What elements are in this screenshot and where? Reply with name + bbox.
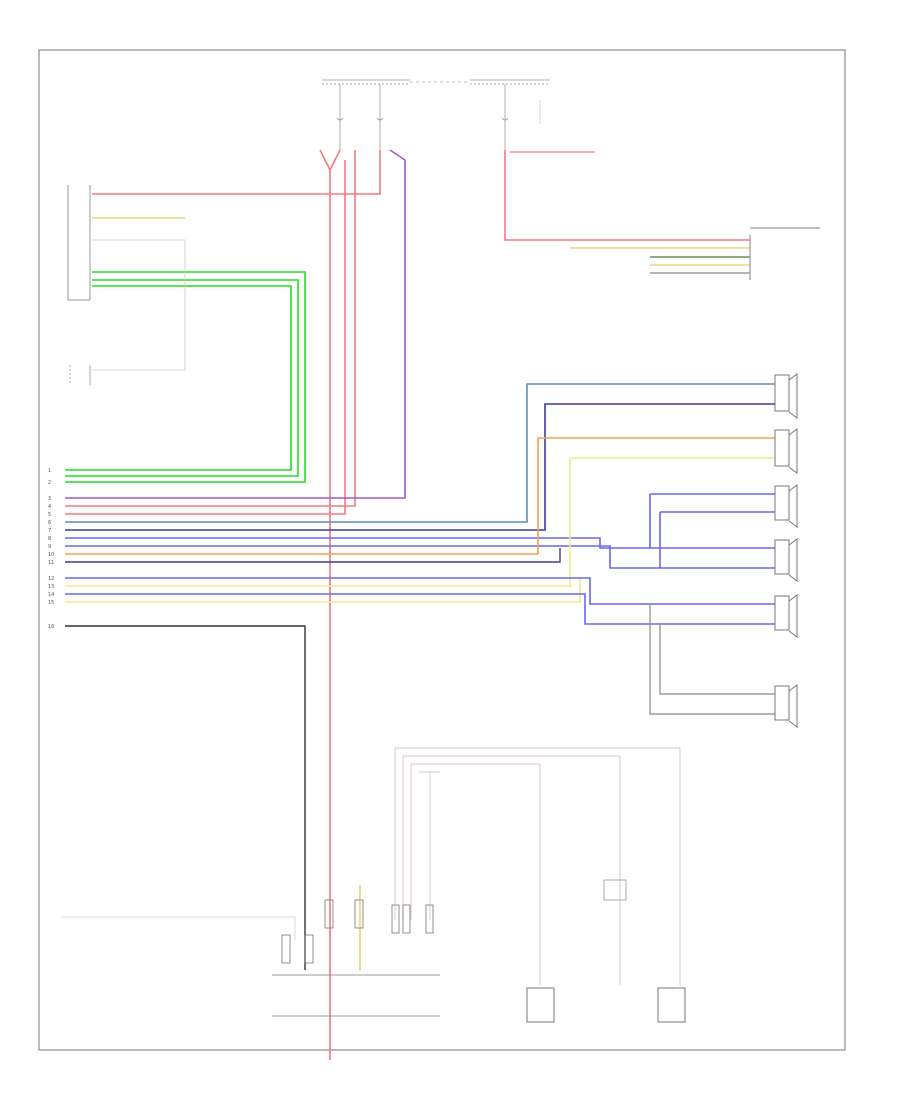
terminal-number: 14 [48, 592, 54, 598]
wire-ground [65, 625, 306, 970]
terminal-number: 11 [48, 560, 54, 566]
terminal-number: 7 [48, 528, 51, 534]
terminal-number: 4 [48, 504, 51, 510]
terminal-number: 10 [48, 552, 54, 558]
wire-connector-right [570, 227, 820, 280]
wire-blue-2 [65, 493, 775, 625]
antenna-1 [526, 987, 555, 1023]
speaker-right-front-tweeter [774, 684, 798, 728]
wire-gray-rear [649, 604, 775, 715]
terminal-number: 8 [48, 536, 51, 542]
terminal-number: 1 [48, 468, 51, 474]
radio-module [67, 185, 91, 301]
wire-purple [65, 149, 406, 499]
speaker-right-rear [774, 373, 798, 419]
wire-red-power [65, 149, 750, 1060]
wire-gray-top [92, 239, 186, 371]
speaker-left-front-tweeter [774, 484, 798, 528]
wire-orange [65, 437, 775, 555]
antenna-3 [657, 987, 686, 1023]
speaker-left-front-door [774, 538, 798, 582]
speaker-left-rear [774, 428, 798, 474]
radio-connector-aux [69, 365, 91, 385]
fuse-block-right [470, 79, 550, 150]
wire-dark-blue-2 [65, 548, 561, 563]
wire-dark-blue-1 [65, 403, 775, 531]
terminal-number: 15 [48, 600, 54, 606]
terminal-number: 2 [48, 480, 51, 486]
terminal-number: 9 [48, 544, 51, 550]
diagram-frame [38, 49, 846, 1051]
wire-yellow [65, 457, 775, 603]
speaker-right-front-door [774, 594, 798, 638]
wire-bottom-left [62, 916, 296, 940]
terminal-number: 5 [48, 512, 51, 518]
terminal-number: 16 [48, 624, 54, 630]
terminal-number: 3 [48, 496, 51, 502]
terminal-number: 6 [48, 520, 51, 526]
fuse-block-left [322, 79, 410, 150]
wire-light-bottom [394, 747, 681, 985]
wire-blue-1 [65, 537, 775, 569]
wire-green-1 [65, 271, 306, 483]
wire-steel-blue [65, 383, 775, 523]
antenna-2 [603, 879, 627, 901]
terminal-number: 13 [48, 584, 54, 590]
terminal-number: 12 [48, 576, 54, 582]
audio-amplifier [272, 899, 440, 1017]
